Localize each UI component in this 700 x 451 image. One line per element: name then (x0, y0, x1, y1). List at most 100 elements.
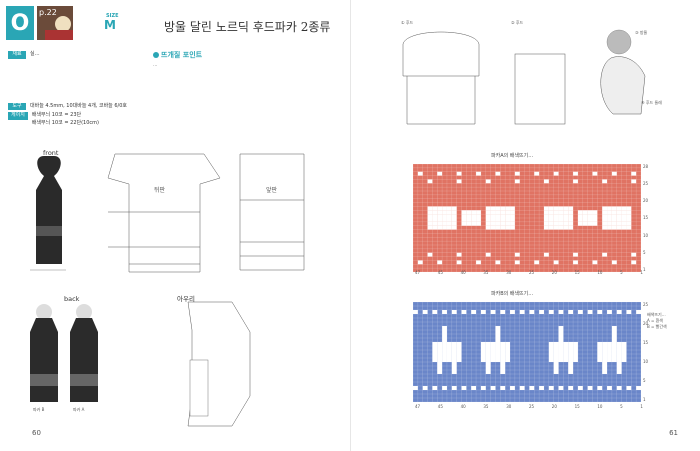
axis-tick: 10 (643, 232, 649, 238)
hood-diagrams (402, 29, 646, 125)
chart-cell (471, 386, 477, 390)
hood-label-4: ④ 후드 둘레 (641, 100, 662, 105)
chart-cell (485, 221, 491, 226)
chart-cell (495, 358, 501, 362)
chart-cell (519, 386, 525, 390)
chart-cell (510, 310, 515, 314)
chart-cell (602, 354, 608, 358)
chart-cell (500, 366, 506, 370)
chart-cell (500, 214, 506, 218)
chart-cell (626, 386, 632, 390)
chart-cell (500, 386, 506, 390)
chart-cell (495, 338, 501, 342)
chart-cell (568, 225, 574, 230)
point-title: 뜨개질 포인트 (153, 50, 338, 60)
chart-cell (602, 358, 608, 362)
chart-cell (495, 218, 501, 222)
front-garment-photo (36, 156, 62, 264)
chart-cell (510, 218, 515, 222)
chart-cell (539, 310, 544, 314)
chart-cell (553, 225, 559, 230)
chart-cell (607, 214, 612, 218)
chart-cell (548, 310, 554, 314)
chart-cell (442, 210, 447, 215)
chart-cell (626, 221, 632, 226)
chart-cell (456, 179, 462, 184)
chart-cell (495, 171, 501, 176)
chart-cell (607, 310, 612, 314)
chart-cell (495, 346, 501, 350)
chart-cell (602, 221, 608, 226)
chart-cell (427, 221, 433, 226)
caption-parka-a: 파카 A (73, 407, 85, 412)
chart-cell (427, 179, 433, 184)
spec-gauge: 게이지 배색무늬 10코 = 23단 배색무늬 10코 = 22단(10cm) (8, 112, 138, 128)
axis-tick: 45 (437, 404, 443, 409)
chart-cell (548, 214, 554, 218)
chart-cell (621, 358, 627, 362)
chart-cell (514, 171, 520, 176)
chart-cell (597, 342, 603, 346)
chart-cell (437, 225, 443, 230)
axis-tick: 47 (415, 270, 421, 275)
chart-cell (446, 214, 452, 218)
chart-cell (568, 214, 574, 218)
chart-cell (553, 350, 559, 354)
chart-cell (490, 206, 496, 211)
chart-cell (510, 221, 515, 226)
chart-cell (568, 221, 574, 226)
chart-cell (456, 350, 462, 354)
chart-cell (485, 252, 491, 257)
chart-cell (413, 310, 418, 314)
chart-cell (558, 218, 564, 222)
chart-cell (432, 225, 438, 230)
chart-cell (621, 210, 627, 215)
chart-cell (476, 218, 481, 222)
chart-cell (490, 354, 496, 358)
chart-cell (563, 225, 569, 230)
chart-cell (548, 210, 554, 215)
chart-cell (616, 358, 622, 362)
chart-cell (495, 354, 501, 358)
chart-cell (568, 358, 574, 362)
chart-cell (456, 342, 462, 346)
chart-cell (587, 310, 593, 314)
spec-line: 실… (30, 51, 40, 57)
chart-cell (461, 214, 467, 218)
chart-cell (563, 354, 569, 358)
axis-tick: 25 (643, 302, 649, 307)
chart-cell (602, 210, 608, 215)
chart-cell (568, 210, 574, 215)
chart2-title: 파카B의 배색뜨기… (491, 291, 534, 297)
chart-cell (490, 346, 496, 350)
chart-cell (626, 225, 632, 230)
chart-cell (597, 386, 603, 390)
chart-cell (587, 218, 593, 222)
back-garment-photo-a (70, 304, 98, 402)
chart-cell (607, 354, 612, 358)
axis-tick: 10 (597, 404, 603, 409)
chart-cell (592, 218, 598, 222)
chart-cell (432, 218, 438, 222)
chart-cell (446, 346, 452, 350)
chart-cell (529, 310, 535, 314)
chart-cell (461, 221, 467, 226)
chart-cell (543, 252, 549, 257)
axis-tick: 1 (640, 404, 643, 409)
hood-label-1: ① 후드 (401, 20, 414, 25)
chart-cell (621, 225, 627, 230)
chart-cell (480, 346, 486, 350)
chart-cell (490, 310, 496, 314)
chart-cell (587, 210, 593, 215)
axis-tick: 15 (574, 404, 580, 409)
chart-cell (592, 214, 598, 218)
chart-cell (611, 350, 617, 354)
chart-cell (417, 171, 423, 176)
chart-cell (611, 221, 617, 226)
axis-tick: 47 (415, 404, 421, 409)
chart-cell (553, 342, 559, 346)
chart-cell (500, 350, 506, 354)
chart-cell (577, 214, 583, 218)
chart-cell (543, 214, 549, 218)
